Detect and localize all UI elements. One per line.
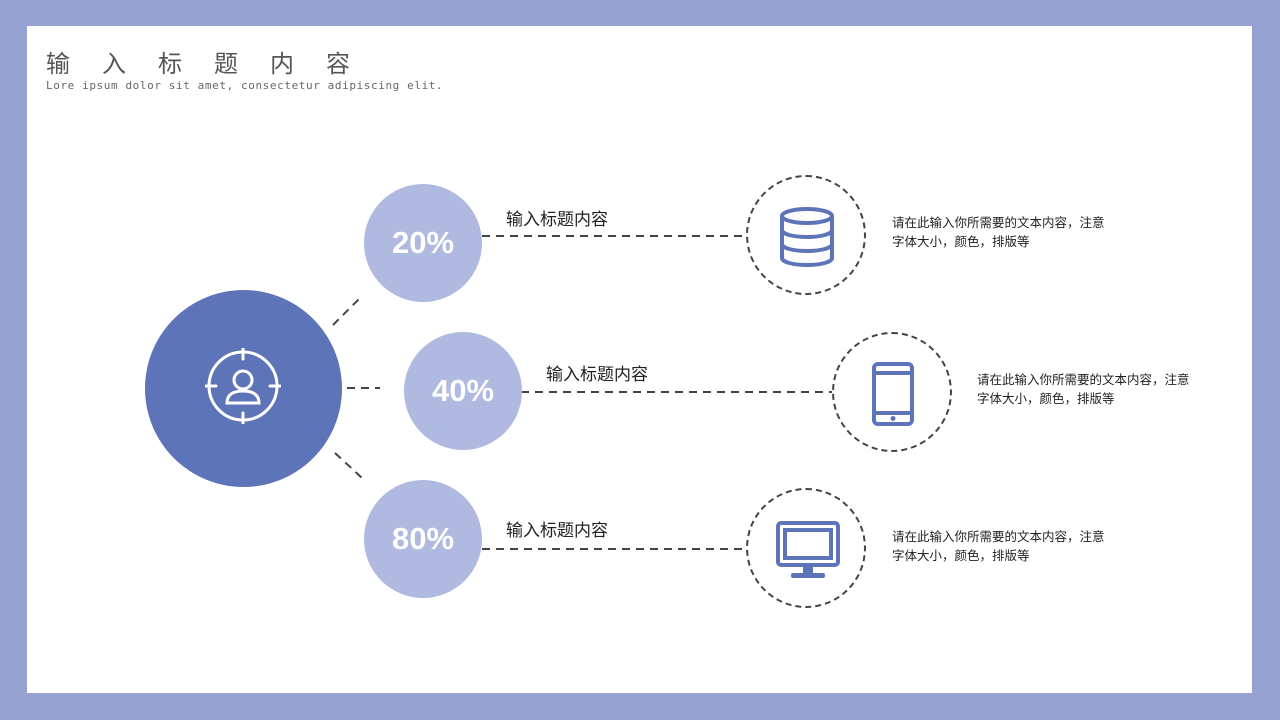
item-desc-1-line2: 字体大小，颜色，排版等 — [892, 234, 1030, 249]
item-desc-3-line1: 请在此输入你所需要的文本内容，注意 — [892, 529, 1105, 544]
item-title-2: 输入标题内容 — [546, 365, 648, 385]
percent-circle-3: 80% — [364, 480, 482, 598]
item-title-3: 输入标题内容 — [506, 521, 608, 541]
item-desc-3: 请在此输入你所需要的文本内容，注意 字体大小，颜色，排版等 — [892, 527, 1132, 565]
user-target-icon — [205, 348, 281, 424]
item-desc-2: 请在此输入你所需要的文本内容，注意 字体大小，颜色，排版等 — [977, 370, 1217, 408]
percent-circle-2: 40% — [404, 332, 522, 450]
item-desc-1-line1: 请在此输入你所需要的文本内容，注意 — [892, 215, 1105, 230]
icon-ring-2 — [832, 332, 952, 452]
center-hub-circle — [145, 290, 342, 487]
item-desc-2-line1: 请在此输入你所需要的文本内容，注意 — [977, 372, 1190, 387]
item-desc-1: 请在此输入你所需要的文本内容，注意 字体大小，颜色，排版等 — [892, 213, 1132, 251]
item-desc-3-line2: 字体大小，颜色，排版等 — [892, 548, 1030, 563]
item-desc-2-line2: 字体大小，颜色，排版等 — [977, 391, 1115, 406]
page-subtitle: Lore ipsum dolor sit amet, consectetur a… — [46, 79, 444, 92]
item-title-1: 输入标题内容 — [506, 210, 608, 230]
icon-ring-1 — [746, 175, 866, 295]
percent-circle-1: 20% — [364, 184, 482, 302]
icon-ring-3 — [746, 488, 866, 608]
monitor-icon — [776, 521, 840, 578]
database-icon — [780, 207, 834, 268]
page-title: 输入标题内容 — [46, 50, 382, 78]
tablet-icon — [872, 362, 914, 426]
